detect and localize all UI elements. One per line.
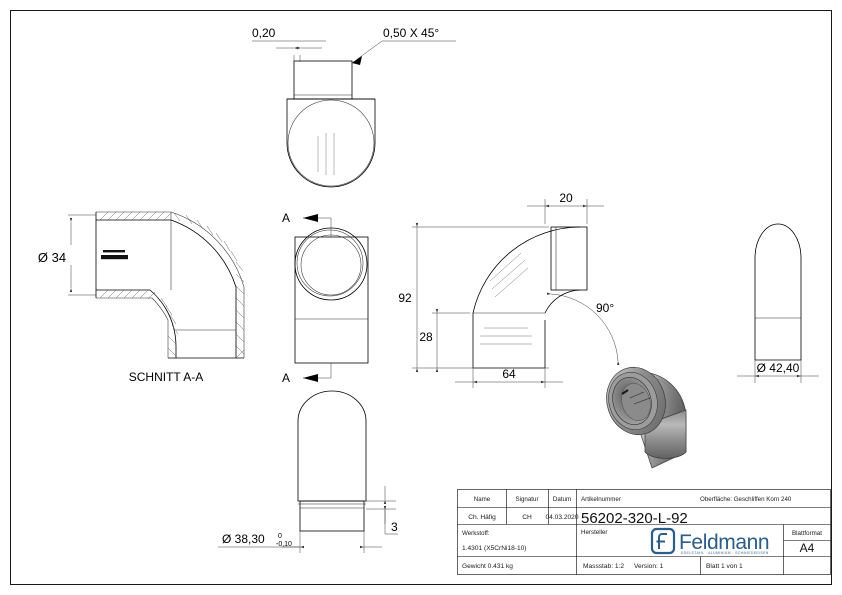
- leader-chamfer-note: [351, 40, 456, 65]
- chamfer-note-text: 0,50 X 45°: [383, 26, 439, 40]
- section-hatch-inner-bend: [153, 292, 179, 357]
- section-hatch-upper: [99, 211, 172, 221]
- dimension-wall-020-text: 0,20: [252, 26, 276, 40]
- dimension-20: [527, 199, 604, 224]
- tb-value-blattformat: A4: [800, 541, 815, 555]
- tb-value-datum: 04.03.2020: [545, 514, 578, 521]
- dimension-28: [432, 309, 470, 372]
- tb-header-blattformat: Blattformat: [792, 530, 822, 537]
- feldmann-brand-text: Feldmann: [679, 531, 769, 554]
- tb-header-datum: Datum: [553, 496, 571, 503]
- section-mark-bottom-label: A: [282, 371, 290, 385]
- dimension-angle-90: [546, 292, 620, 366]
- dimension-diameter-34: [68, 214, 96, 296]
- surface-grain-leg: [480, 327, 532, 345]
- tb-header-name: Name: [474, 496, 491, 503]
- sheet-border: [10, 10, 832, 585]
- dimension-diameter-4240: [737, 360, 819, 383]
- view-main-elbow: 20 92 28 64: [398, 191, 620, 388]
- dimension-diameter-4240-text: Ø 42,40: [757, 361, 800, 375]
- dimension-92: [412, 223, 549, 372]
- dimension-diameter-34-text: Ø 34: [38, 250, 66, 265]
- tb-header-signatur: Signatur: [515, 496, 538, 503]
- dimension-angle-90-text: 90°: [596, 301, 614, 315]
- surface-grain-bend: [489, 252, 529, 298]
- dimension-64-text: 64: [502, 367, 516, 381]
- tb-value-werkstoff: 1.4301 (X5CrNi18-10): [462, 545, 527, 552]
- tb-value-blatt: Blatt 1 von 1: [706, 563, 743, 570]
- tb-header-werkstoff: Werkstoff:: [462, 530, 490, 537]
- view-front: A A: [282, 211, 369, 385]
- dimension-20-text: 20: [559, 191, 573, 205]
- iso-part-marking: [621, 389, 651, 405]
- dimension-28-text: 28: [419, 330, 433, 344]
- f-logo-icon: [650, 527, 676, 555]
- dimension-92-text: 92: [398, 291, 412, 305]
- tb-header-hersteller: Hersteller: [581, 529, 607, 536]
- view-section-aa: Ø 34 SCHNITT A-A: [38, 211, 245, 384]
- tb-value-version: Version: 1: [634, 563, 664, 570]
- view-isometric-3d: [606, 367, 687, 469]
- view-top: 0,20 0,50 X 45°: [252, 26, 456, 188]
- section-mark-top-label: A: [282, 211, 290, 225]
- tb-header-artikelnummer: Artikelnummer: [581, 496, 621, 503]
- section-hatch-bend: [173, 212, 245, 358]
- title-block: Name Signatur Datum Artikelnummer Oberfl…: [457, 489, 831, 575]
- tb-value-gewicht: Gewicht 0.431 kg: [462, 563, 513, 570]
- dimension-3: [366, 486, 398, 535]
- dimension-diameter-3830-text: Ø 38,30: [222, 532, 265, 546]
- dimension-diameter-3830: [218, 531, 382, 553]
- view-bottom-center: 3 Ø 38,30 0 -0,10: [218, 390, 398, 553]
- section-line-aa: [303, 214, 332, 382]
- tb-value-name: Ch. Häfig: [468, 514, 496, 521]
- feldmann-logo: Feldmann EDELSTAHL · ALUMINIUM · SCHMIED…: [650, 527, 770, 555]
- dimension-3-text: 3: [391, 520, 398, 534]
- dimension-wall-020: [252, 40, 326, 62]
- section-hatch-lower-left: [99, 289, 156, 300]
- section-view-label: SCHNITT A-A: [129, 370, 203, 384]
- tb-value-massstab: Massstab: 1:2: [583, 563, 624, 570]
- section-part-marking: [101, 250, 128, 260]
- feldmann-tagline-text: EDELSTAHL · ALUMINIUM · SCHMIEDEEISEN: [681, 551, 769, 555]
- tolerance-upper-text: 0: [278, 533, 282, 540]
- tb-header-oberflaeche: Oberfläche: Geschliffen Korn 240: [700, 496, 792, 503]
- tb-value-artikelnummer: 56202-320-L-92: [581, 510, 688, 527]
- view-right-side: Ø 42,40: [737, 223, 819, 383]
- tb-value-signatur: CH: [522, 514, 532, 521]
- dimension-64: [455, 368, 563, 388]
- surface-grain-lines: [317, 133, 335, 175]
- tolerance-lower-text: -0,10: [276, 541, 292, 548]
